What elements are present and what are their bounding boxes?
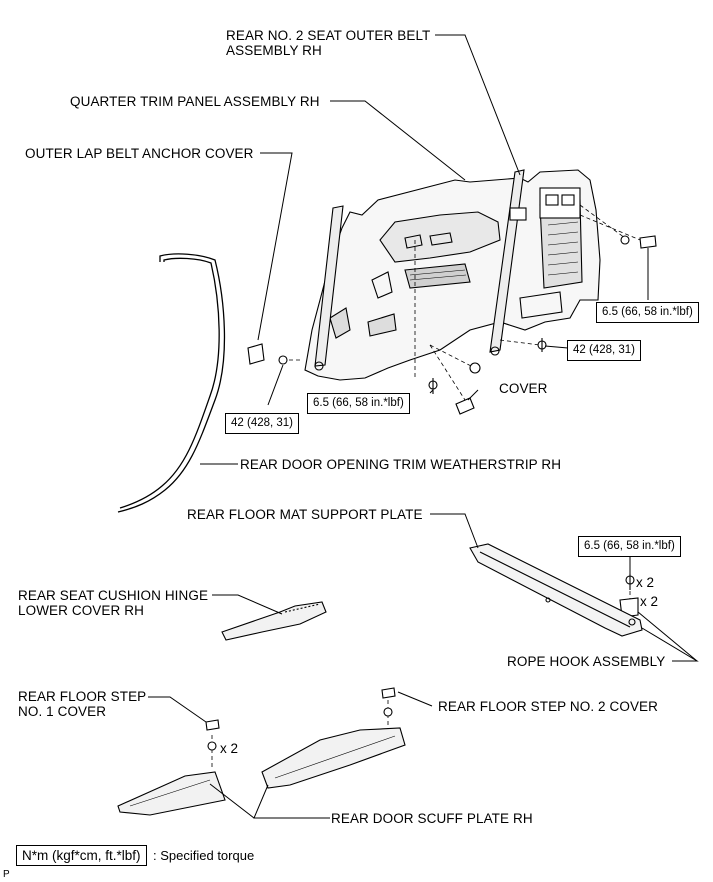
hinge-lower-cover [221, 601, 327, 641]
seat-belt-strap-right [489, 169, 527, 356]
torque-box-center: 6.5 (66, 58 in.*lbf) [307, 393, 410, 414]
legend-description: : Specified torque [153, 848, 255, 863]
label-scuff-plate: REAR DOOR SCUFF PLATE RH [331, 811, 533, 826]
quarter-trim-panel [304, 169, 601, 381]
scuff-plate [117, 727, 406, 816]
torque-box-plate: 6.5 (66, 58 in.*lbf) [578, 536, 681, 557]
legend-torque-unit-box: N*m (kgf*cm, ft.*lbf) [16, 845, 147, 866]
floor-mat-support-plate [469, 543, 643, 637]
label-step1-cover: REAR FLOOR STEP NO. 1 COVER [18, 689, 147, 719]
torque-box-left: 42 (428, 31) [225, 413, 300, 434]
torque-box-right-mid: 42 (428, 31) [567, 340, 642, 361]
weatherstrip [117, 253, 226, 513]
label-weatherstrip: REAR DOOR OPENING TRIM WEATHERSTRIP RH [240, 457, 562, 472]
illustration-code: P [3, 869, 10, 880]
qty-plate-bolts: x 2 [636, 575, 655, 590]
label-mat-support-plate: REAR FLOOR MAT SUPPORT PLATE [187, 507, 423, 522]
seat-belt-strap-left [314, 205, 344, 371]
leader-lines [148, 34, 699, 819]
label-anchor-cover: OUTER LAP BELT ANCHOR COVER [25, 146, 254, 161]
torque-box-right-upper: 6.5 (66, 58 in.*lbf) [596, 302, 699, 323]
label-hinge-cover: REAR SEAT CUSHION HINGE LOWER COVER RH [18, 588, 209, 618]
qty-rope-hooks: x 2 [640, 594, 659, 609]
label-rope-hook: ROPE HOOK ASSEMBLY [507, 654, 666, 669]
label-seat-belt: REAR NO. 2 SEAT OUTER BELT ASSEMBLY RH [226, 28, 431, 58]
qty-step-clips: x 2 [220, 741, 239, 756]
label-cover: COVER [499, 381, 548, 396]
label-quarter-trim-panel: QUARTER TRIM PANEL ASSEMBLY RH [70, 94, 320, 109]
label-step2-cover: REAR FLOOR STEP NO. 2 COVER [438, 699, 658, 714]
